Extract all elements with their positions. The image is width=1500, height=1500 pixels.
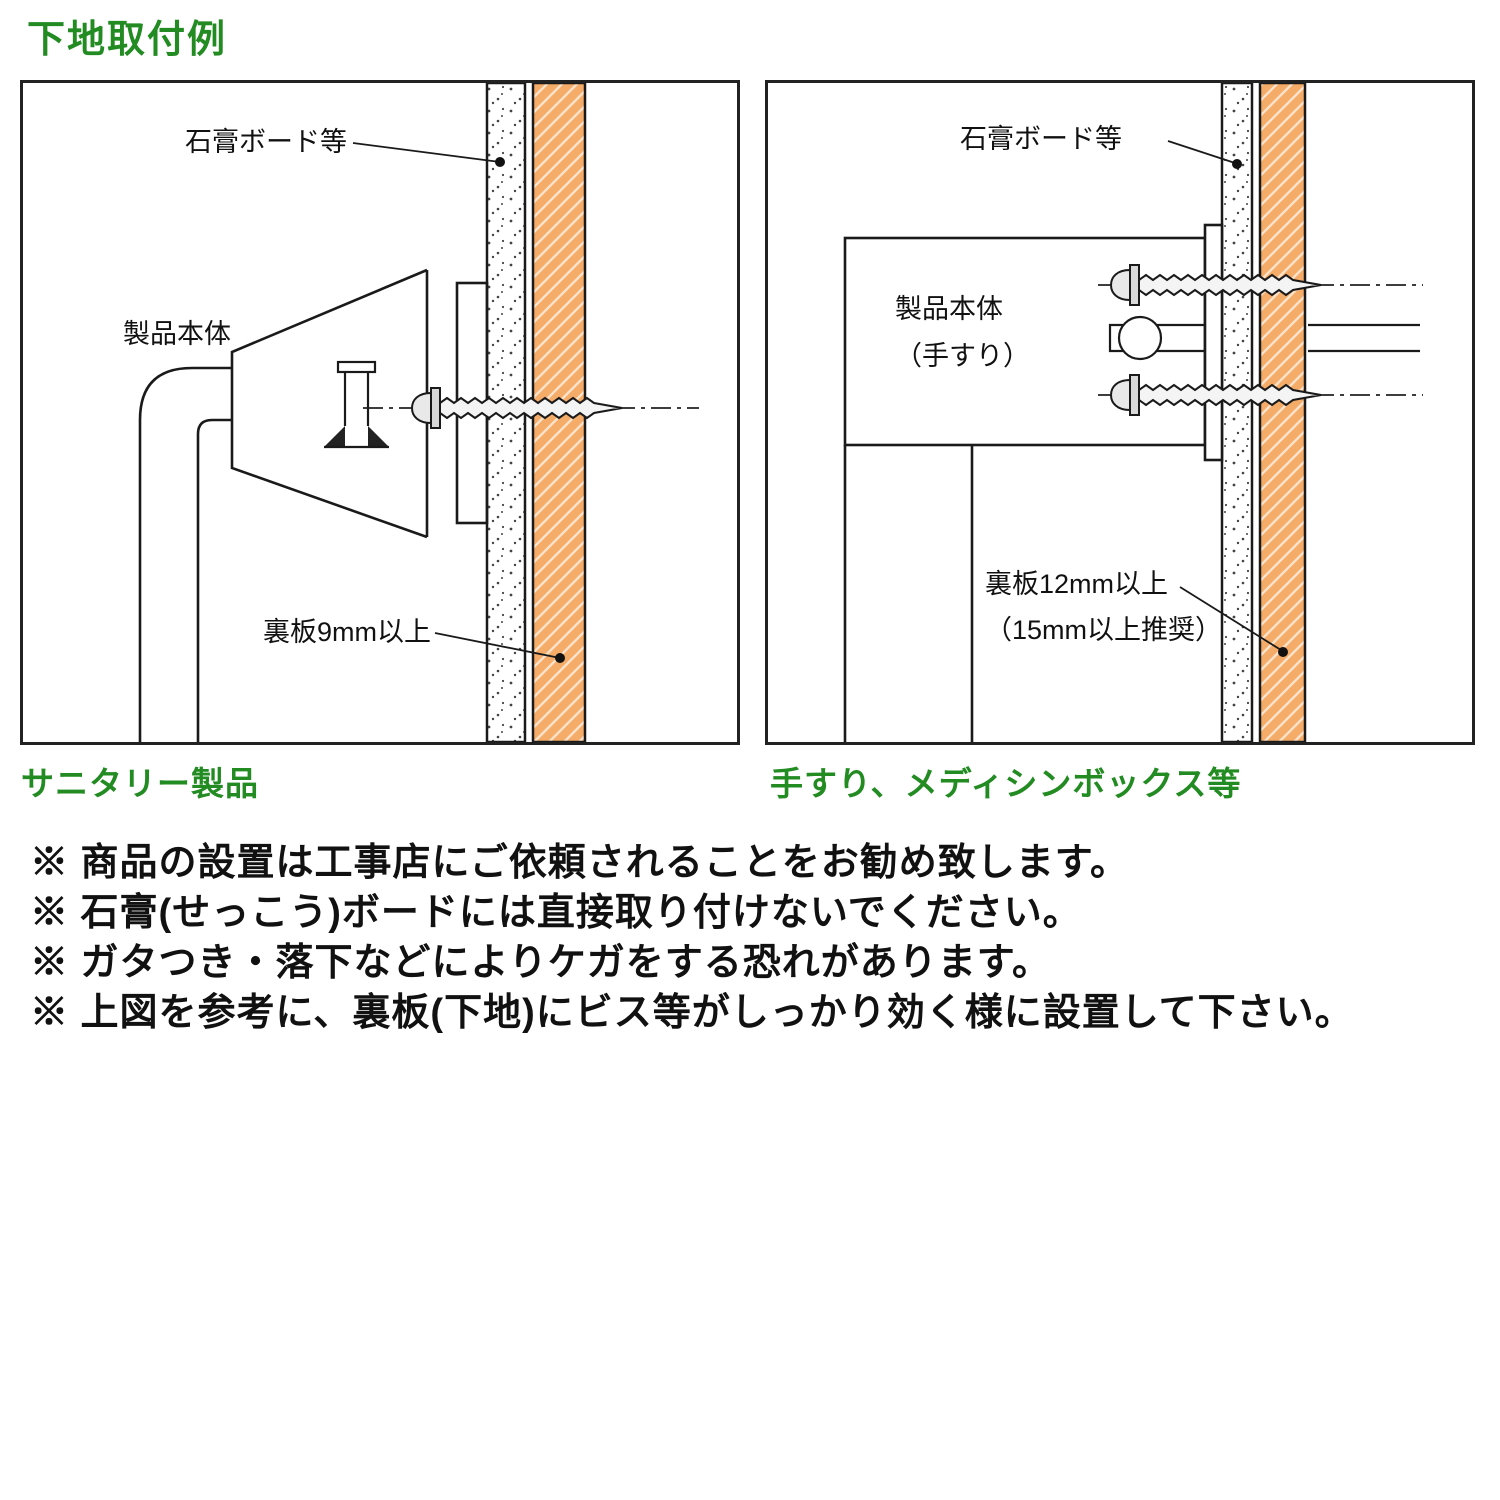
label-product-body: 製品本体 (123, 319, 231, 349)
note-line-1: ※ 商品の設置は工事店にご依頼されることをお勧め致します。 (30, 842, 1130, 884)
leader-dot-gypsum (1232, 159, 1242, 169)
label-gypsum-board: 石膏ボード等 (960, 124, 1122, 154)
leader-lines (352, 142, 565, 663)
right-diagram-panel: 石膏ボード等 製品本体 （手すり） 裏板12mm以上 （15mm以上推奨） (765, 80, 1475, 745)
leader-line-backing (434, 632, 561, 659)
warning-notes: ※ 商品の設置は工事店にご依頼されることをお勧め致します。 ※ 石膏(せっこう)… (30, 838, 1354, 1038)
label-backing-board-1: 裏板12mm以上 (985, 569, 1168, 599)
bar-inner-line (196, 418, 232, 742)
note-line-2: ※ 石膏(せっこう)ボードには直接取り付けないでください。 (30, 892, 1082, 934)
leader-dot-backing (1278, 647, 1288, 657)
label-gypsum-board: 石膏ボード等 (185, 127, 347, 157)
label-backing-board: 裏板9mm以上 (263, 617, 431, 647)
page-title: 下地取付例 (27, 19, 228, 61)
bracket-wall-plate (1203, 223, 1224, 462)
leader-line-gypsum (352, 142, 501, 163)
left-diagram-panel: 石膏ボード等 製品本体 裏板9mm以上 (20, 80, 740, 745)
label-product-body-2: （手すり） (895, 341, 1030, 371)
note-line-3: ※ ガタつき・落下などによりケガをする恐れがあります。 (30, 942, 1052, 984)
caption-handrail: 手すり、メディシンボックス等 (770, 765, 1242, 802)
backing-board-hatch (1258, 83, 1307, 742)
fixing-bolt-detail (324, 360, 389, 449)
leader-dot-backing (555, 653, 565, 663)
leader-line-gypsum (1167, 140, 1236, 164)
sanitary-mount-diagram: 石膏ボード等 製品本体 裏板9mm以上 (123, 83, 699, 742)
bar-outer-line (138, 366, 232, 742)
leader-line-backing (1179, 586, 1282, 651)
diagram-labels: 石膏ボード等 製品本体 （手すり） 裏板12mm以上 （15mm以上推奨） (895, 124, 1222, 645)
leader-lines (1167, 140, 1288, 657)
bracket-cover (230, 268, 428, 539)
leader-dot-gypsum (495, 157, 505, 167)
wall-section (1220, 83, 1307, 742)
note-line-4: ※ 上図を参考に、裏板(下地)にビス等がしっかり効く様に設置して下さい。 (30, 992, 1354, 1034)
handrail-mount-diagram: 石膏ボード等 製品本体 （手すり） 裏板12mm以上 （15mm以上推奨） (843, 83, 1423, 742)
label-backing-board-2: （15mm以上推奨） (985, 615, 1222, 645)
diagram-labels: 石膏ボード等 製品本体 裏板9mm以上 (123, 127, 431, 647)
rail-section-circle (1117, 315, 1163, 361)
caption-sanitary: サニタリー製品 (21, 765, 259, 802)
label-product-body-1: 製品本体 (895, 294, 1003, 324)
gypsum-board-layer (1220, 83, 1254, 742)
rail-boss-detail (1108, 315, 1420, 361)
